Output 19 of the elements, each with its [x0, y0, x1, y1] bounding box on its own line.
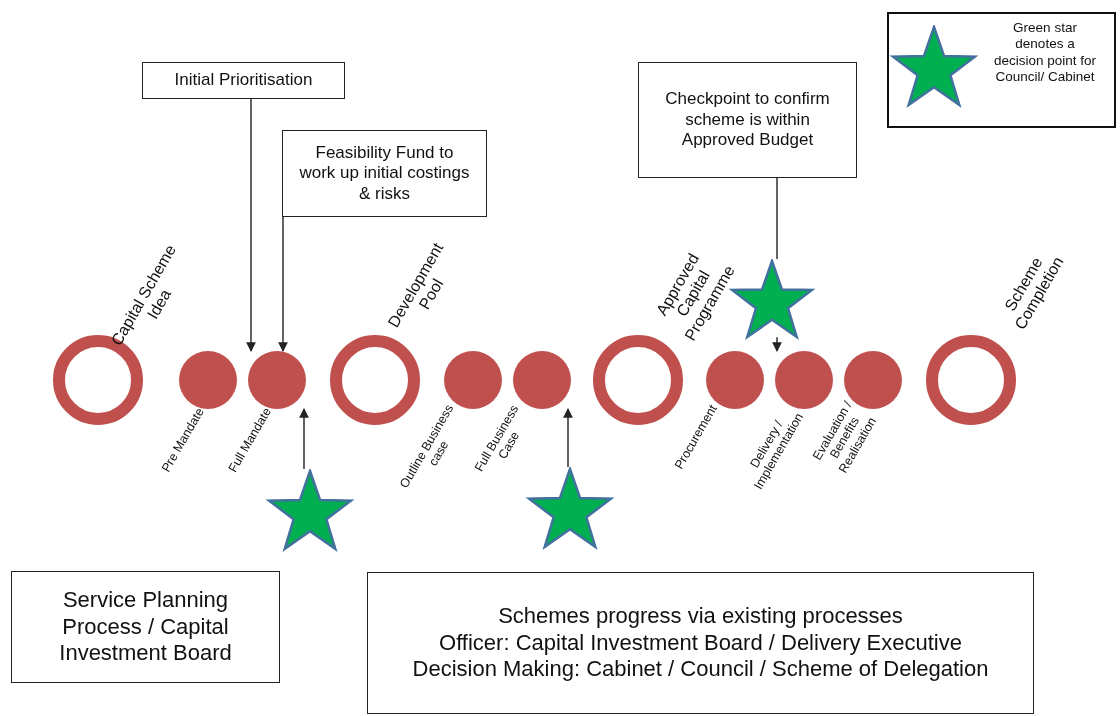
box-text: Initial Prioritisation [174, 70, 313, 91]
box-text: Service Planning Process / Capital Investment Board [58, 587, 233, 667]
text-box [11, 571, 280, 683]
arrow [278, 216, 288, 352]
box-text: Decision Making: Cabinet / Council / Scheme of Delegation [412, 656, 989, 683]
box-text: Feasibility Fund to work up initial costings & risks [299, 142, 470, 205]
arrow [563, 408, 573, 468]
text-box [638, 62, 857, 178]
arrow [246, 98, 256, 352]
arrow [772, 336, 782, 352]
text-box [282, 130, 487, 217]
box-text: Schemes progress via existing processes [498, 603, 903, 630]
box-text: Checkpoint to confirm scheme is within Approved Budget [664, 89, 831, 151]
text-box [367, 572, 1034, 714]
arrow [299, 408, 309, 470]
box-text: Officer: Capital Investment Board / Delivery Executive [439, 629, 962, 657]
text-box [142, 62, 345, 99]
legend-text: Green star denotes a decision point for Council/ Cabinet [992, 20, 1098, 86]
connector-line [776, 177, 778, 260]
